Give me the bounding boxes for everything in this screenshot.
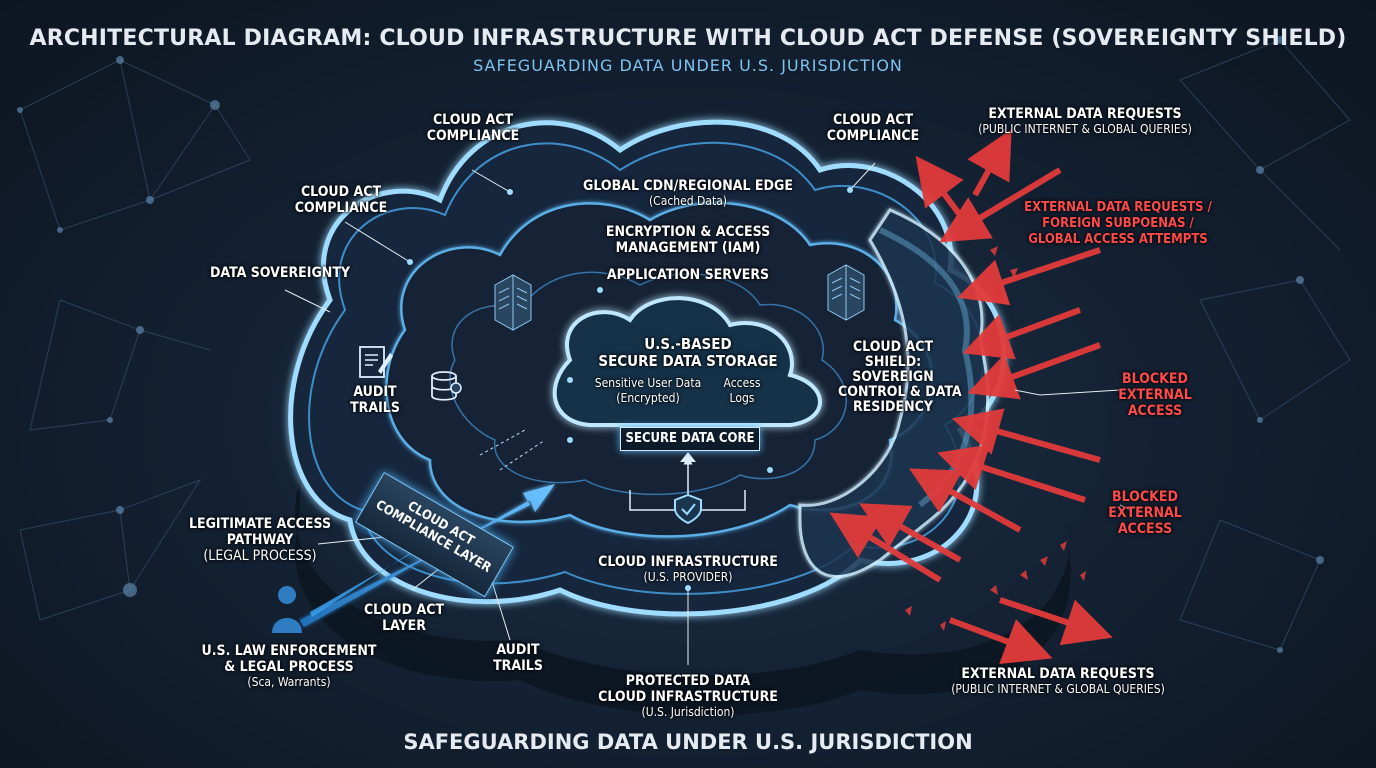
label-external-bottom: EXTERNAL DATA REQUESTS(PUBLIC INTERNET &… [930, 666, 1186, 697]
label-cdn: GLOBAL CDN/REGIONAL EDGE(Cached Data) [580, 178, 796, 209]
server-rack-icon [828, 265, 864, 320]
server-rack-icon [495, 275, 531, 330]
label-cloud-infrastructure: CLOUD INFRASTRUCTURE(U.S. PROVIDER) [598, 554, 778, 585]
label-external-top: EXTERNAL DATA REQUESTS(PUBLIC INTERNET &… [960, 106, 1210, 137]
label-law-enforcement: U.S. LAW ENFORCEMENT& LEGAL PROCESS (Sca… [196, 643, 382, 690]
secure-data-core: SECURE DATA CORE [620, 427, 760, 451]
label-app-servers: APPLICATION SERVERS [596, 267, 780, 283]
diagram-subtitle: SAFEGUARDING DATA UNDER U.S. JURISDICTIO… [0, 56, 1376, 75]
label-sensitive-data: Sensitive User Data(Encrypted) [588, 376, 708, 406]
person-icon [272, 586, 302, 633]
diagram-footer: SAFEGUARDING DATA UNDER U.S. JURISDICTIO… [0, 730, 1376, 754]
diagram-title: ARCHITECTURAL DIAGRAM: CLOUD INFRASTRUCT… [0, 26, 1376, 51]
label-data-sovereignty: DATA SOVEREIGNTY [205, 265, 355, 281]
label-external-red: EXTERNAL DATA REQUESTS /FOREIGN SUBPOENA… [1020, 200, 1216, 248]
